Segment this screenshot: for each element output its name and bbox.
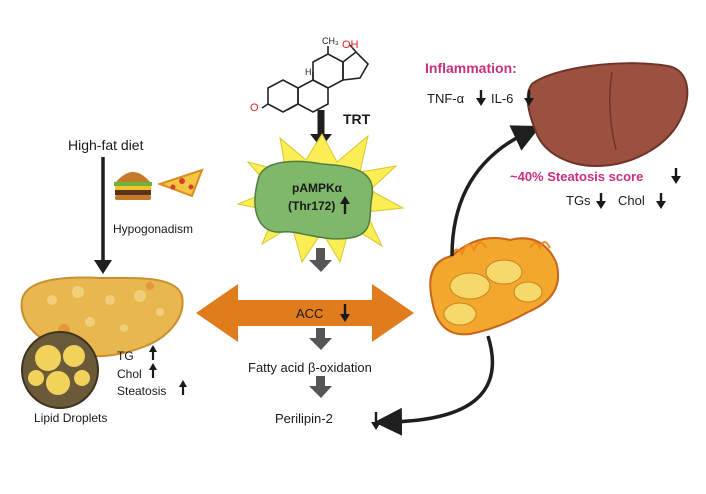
fatty-acid-label: Fatty acid β-oxidation [248, 360, 372, 375]
hypogonadism-label: Hypogonadism [113, 222, 193, 236]
pampk-blob [254, 160, 374, 240]
ch3-top-label: CH₃ [322, 36, 339, 46]
lipid-droplets-label: Lipid Droplets [34, 411, 107, 425]
steatosis-left-label: Steatosis [117, 384, 166, 398]
curve-arrow-to-perilipin [374, 335, 495, 436]
steatosis-score-label: ~40% Steatosis score [510, 169, 643, 184]
pathway-arrows [309, 248, 332, 398]
pampk-label: pAMPKα [292, 181, 343, 195]
il6-label: IL-6 [491, 91, 513, 106]
perilipin-label: Perilipin-2 [275, 411, 333, 426]
chol-left-label: Chol [117, 367, 142, 381]
thr172-label: (Thr172) [288, 199, 335, 213]
tnf-label: TNF-α [427, 91, 465, 106]
mitochondrion-icon [429, 237, 560, 336]
burger-icon [114, 172, 152, 200]
acc-double-arrow [196, 284, 414, 342]
testosterone-molecule-icon [261, 44, 369, 113]
lipid-down-arrows [596, 193, 666, 209]
diet-arrow-head [94, 260, 112, 274]
trt-label: TRT [343, 111, 371, 127]
pampk-up-arrow-icon [340, 196, 350, 214]
pizza-icon [157, 168, 204, 198]
lipid-droplets-icon [21, 331, 99, 409]
chol-right-label: Chol [618, 193, 645, 208]
curve-arrow-to-liver [450, 125, 541, 257]
h-label: H [305, 67, 312, 77]
steatosis-score-down-arrow [671, 168, 681, 184]
liver-icon [526, 62, 689, 168]
acc-label: ACC [296, 306, 323, 321]
high-fat-diet-label: High-fat diet [68, 137, 144, 153]
perilipin-down-arrow-icon [371, 412, 381, 430]
acc-down-arrow-icon [340, 304, 350, 322]
left-up-arrows [149, 345, 187, 395]
oh-label: OH [342, 39, 359, 51]
inflammation-title: Inflammation: [425, 60, 517, 76]
inflammation-down-arrows [476, 90, 534, 106]
tg-label: TG [117, 349, 134, 363]
tgs-label: TGs [566, 193, 591, 208]
o-label: O [250, 102, 259, 114]
